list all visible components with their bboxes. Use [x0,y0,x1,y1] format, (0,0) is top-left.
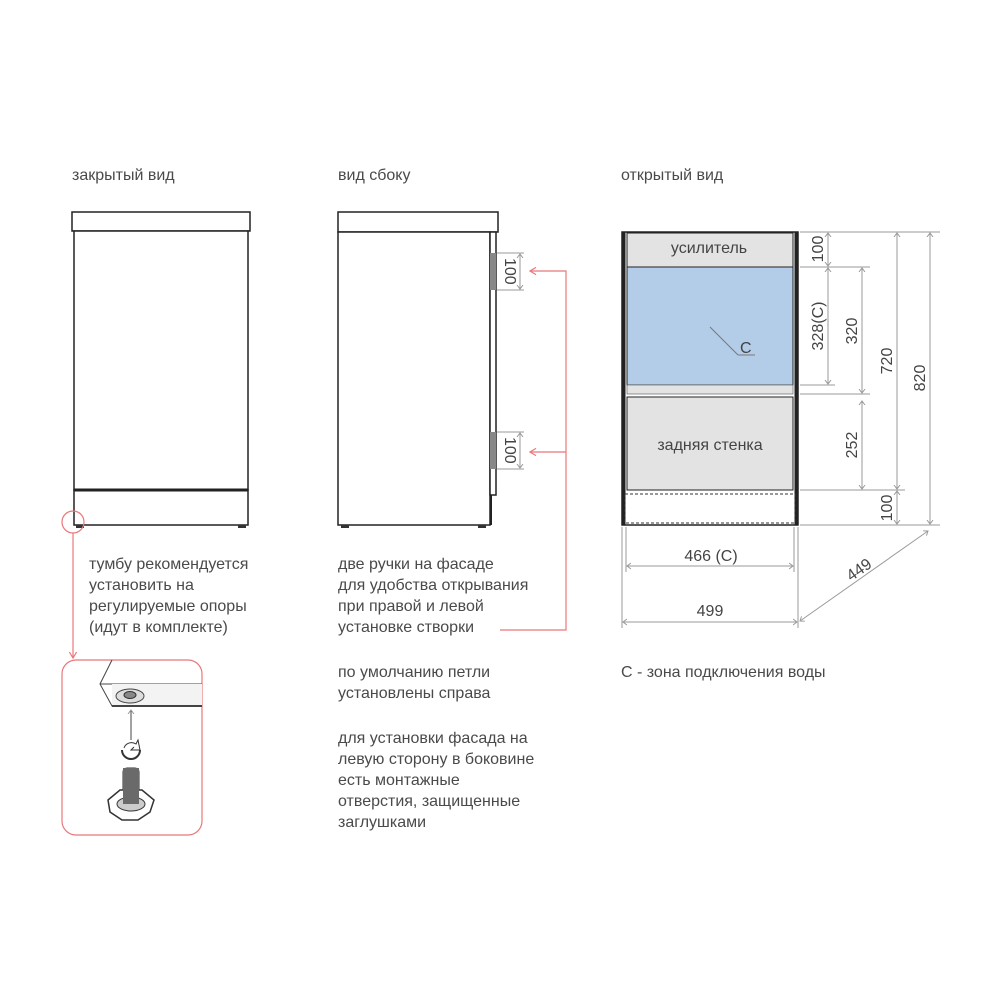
handle-top-dim: 100 [501,258,518,285]
dim-total-height: 820 [912,365,929,392]
open-view-drawing: усилитель C задняя стенка 100 328(C) 320… [621,231,940,628]
svg-text:установлены справа: установлены справа [338,685,491,702]
dim-inner-width: 466 (C) [684,548,737,565]
svg-text:заглушками: заглушками [338,814,426,831]
rotate-icon [121,738,141,760]
svg-text:тумбу рекомендуется: тумбу рекомендуется [89,556,248,573]
svg-text:по умолчанию петли: по умолчанию петли [338,664,490,681]
reinforcement-label: усилитель [671,240,747,257]
dim-plinth: 100 [879,495,896,522]
adjustable-foot-illustration [61,659,203,836]
svg-text:при правой и левой: при правой и левой [338,598,484,615]
zone-marker-label: C [740,340,752,357]
closed-view-title: закрытый вид [72,167,175,184]
dim-inner-height: 720 [879,348,896,375]
handle-bottom-dim: 100 [501,437,518,464]
reinforcement-panel [626,232,794,268]
svg-text:есть монтажные: есть монтажные [338,772,460,789]
svg-text:установить на: установить на [89,577,194,594]
dim-opening: 320 [844,318,861,345]
side-notes: две ручки на фасаде для удобства открыва… [338,556,534,831]
dim-zone: 328(C) [810,302,827,351]
svg-text:регулируемые опоры: регулируемые опоры [89,598,247,615]
svg-text:левую сторону в боковине: левую сторону в боковине [338,751,534,768]
handle-top [490,253,496,290]
svg-text:отверстия, защищенные: отверстия, защищенные [338,793,520,810]
closed-view-drawing [61,211,251,660]
svg-text:установке створки: установке створки [338,619,474,636]
svg-text:для удобства открывания: для удобства открывания [338,577,528,594]
dim-width: 499 [697,603,724,620]
dim-back: 252 [844,432,861,459]
side-view-drawing: 100 100 [337,211,567,631]
water-zone-legend: C - зона подключения воды [621,664,826,681]
dim-top: 100 [810,236,827,263]
back-wall-panel [626,396,794,491]
water-zone [626,266,794,386]
open-view-title: открытый вид [621,167,724,184]
svg-text:(идут в комплекте): (идут в комплекте) [89,619,228,636]
closed-note: тумбу рекомендуется установить на регули… [89,556,248,636]
back-wall-label: задняя стенка [657,437,762,454]
svg-text:две ручки на фасаде: две ручки на фасаде [338,556,494,573]
dim-depth: 449 [844,556,876,585]
svg-text:для установки фасада на: для установки фасада на [338,730,528,747]
side-view-title: вид сбоку [338,167,410,184]
handle-bottom [490,432,496,469]
